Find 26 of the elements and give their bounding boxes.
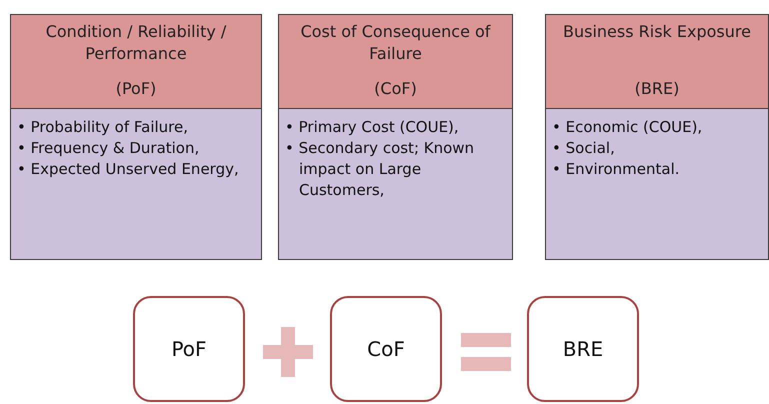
bullet-item: • Secondary cost; Known impact on Large Customers,	[285, 138, 476, 201]
header-box	[10, 14, 262, 109]
bullet-item: • Primary Cost (COUE),	[285, 117, 460, 138]
abbreviation: (PoF)	[116, 78, 156, 100]
column-title: Cost of Consequence of Failure	[300, 21, 492, 64]
content-box	[10, 108, 262, 260]
abbreviation: (BRE)	[634, 78, 680, 100]
column-title: Condition / Reliability / Performance	[44, 21, 228, 64]
bullet-item: • Expected Unserved Energy,	[17, 159, 240, 180]
bullet-item: • Environmental.	[552, 159, 681, 180]
content-box	[278, 108, 513, 260]
term-label: BRE	[562, 337, 604, 361]
bullet-item: • Social,	[552, 138, 616, 159]
bullet-item: • Frequency & Duration,	[17, 138, 200, 159]
abbreviation: (CoF)	[374, 78, 417, 100]
term-label: CoF	[367, 337, 405, 361]
term-label: PoF	[171, 337, 207, 361]
term-box	[133, 296, 245, 402]
term-box	[330, 296, 442, 402]
column-title: Business Risk Exposure	[563, 21, 751, 43]
term-box	[527, 296, 639, 402]
header-box	[545, 14, 769, 109]
header-box	[278, 14, 513, 109]
bullet-item: • Probability of Failure,	[17, 117, 190, 138]
bullet-item: • Economic (COUE),	[552, 117, 704, 138]
content-box	[545, 108, 769, 260]
